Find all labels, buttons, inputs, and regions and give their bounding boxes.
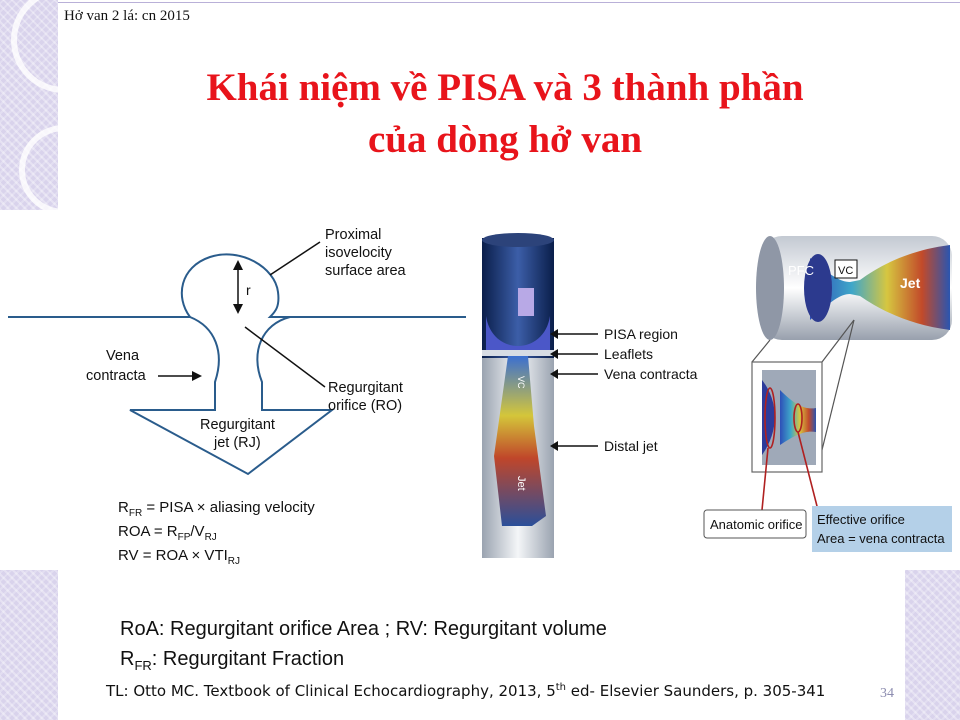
cyl-label-vc: VC <box>516 376 526 389</box>
right-label-pfc: PFC <box>788 263 814 278</box>
label-rj-1: Regurgitant <box>200 417 275 433</box>
tube-orifice <box>804 254 832 322</box>
label-pisa-region: PISA region <box>604 326 678 342</box>
cyl-label-jet: Jet <box>515 476 527 491</box>
vc-box <box>834 259 858 279</box>
reference-post: ed- Elsevier Saunders, p. 305-341 <box>566 682 826 700</box>
label-r: r <box>246 282 251 298</box>
tube-end <box>756 236 784 340</box>
label-pisa-1: Proximal <box>325 227 381 243</box>
figure-doppler-cylinder: VC Jet PISA region Leaflets Vena contrac… <box>472 226 704 570</box>
radius-arrow-head-down <box>233 304 243 314</box>
label-vena-2: contracta <box>86 368 147 384</box>
middle-arrows <box>558 333 598 447</box>
pisa-hemisphere <box>486 316 550 350</box>
right-label-jet: Jet <box>900 275 921 291</box>
pointer-pisa <box>269 241 321 276</box>
regurgitant-jet-outline <box>129 316 335 476</box>
label-pisa-2: isovelocity <box>325 245 393 261</box>
figure-orifice-comparison: PFC VC Jet Anatomic o <box>700 230 955 555</box>
caption-line-1: RoA: Regurgitant orifice Area ; RV: Regu… <box>120 618 607 640</box>
pisa-dome-outline <box>8 253 466 318</box>
caption-rest: : Regurgitant Fraction <box>151 648 345 670</box>
caption-line-2: RFR: Regurgitant Fraction <box>120 644 607 681</box>
label-vena-contracta: Vena contracta <box>604 366 698 382</box>
page-number: 34 <box>880 686 894 701</box>
label-effective-orifice-1: Effective orifice <box>817 512 905 527</box>
label-pisa-3: surface area <box>325 263 407 279</box>
anatomic-orifice-box <box>703 509 807 539</box>
title-line-2: của dòng hở van <box>367 118 643 161</box>
caption-sub: FR <box>134 658 152 673</box>
middle-arrow-heads <box>550 329 558 451</box>
cylinder-cap <box>482 233 554 247</box>
orifice-comparison-svg: PFC VC Jet Anatomic o <box>703 236 952 552</box>
label-ro-1: Regurgitant <box>328 380 403 396</box>
header-note: Hở van 2 lá: cn 2015 <box>64 8 190 24</box>
reference-sup: th <box>555 682 567 693</box>
caption-r: R <box>120 648 135 670</box>
title-line-1: Khái niệm về PISA và 3 thành phần <box>206 66 804 109</box>
decor-circles <box>11 0 117 215</box>
label-ro-2: orifice (RO) <box>328 398 402 414</box>
radius-arrow-head-up <box>233 260 243 270</box>
zoom-flow <box>780 390 816 445</box>
slide-title: Khái niệm về PISA và 3 thành phần của dò… <box>60 62 950 166</box>
decor-strip-bottom-right <box>905 570 960 720</box>
zoom-connectors <box>751 319 855 451</box>
caption: RoA: Regurgitant orifice Area ; RV: Regu… <box>120 614 607 681</box>
label-leaflets: Leaflets <box>604 346 653 362</box>
reference: TL: Otto MC. Textbook of Clinical Echoca… <box>106 682 825 700</box>
label-anatomic-orifice: Anatomic orifice <box>710 517 802 532</box>
formula-rfr: RFR = PISA × aliasing velocity <box>118 499 315 519</box>
zoom-orifice <box>762 380 775 455</box>
label-vena-1: Vena <box>106 348 140 364</box>
label-rj-2: jet (RJ) <box>213 435 261 451</box>
decor-strip-bottom-left <box>0 570 58 720</box>
tube-flow <box>810 245 950 330</box>
pointer-vena-head <box>192 371 202 381</box>
formula-roa: ROA = RFP/VRJ <box>118 523 217 543</box>
effective-orifice-box <box>812 506 952 552</box>
decor-strip-top-left <box>0 0 117 215</box>
label-distal-jet: Distal jet <box>604 438 658 454</box>
formula-rv: RV = ROA × VTIRJ <box>118 547 240 567</box>
pointer-ro <box>244 326 326 388</box>
doppler-cylinder-svg: VC Jet PISA region Leaflets Vena contrac… <box>482 233 698 558</box>
velocity-marker <box>518 288 534 316</box>
label-effective-orifice-2: Area = vena contracta <box>817 531 945 546</box>
reference-pre: TL: Otto MC. Textbook of Clinical Echoca… <box>106 682 556 700</box>
pisa-schematic-svg: r Proximal isovelocity surface area Vena… <box>8 227 466 567</box>
leaflet-plane <box>482 350 554 356</box>
right-label-vc: VC <box>838 265 853 277</box>
top-rule <box>58 2 960 3</box>
distal-jet <box>494 356 546 526</box>
figure-pisa-schematic: r Proximal isovelocity surface area Vena… <box>0 212 470 570</box>
orifice-markers <box>761 387 819 511</box>
